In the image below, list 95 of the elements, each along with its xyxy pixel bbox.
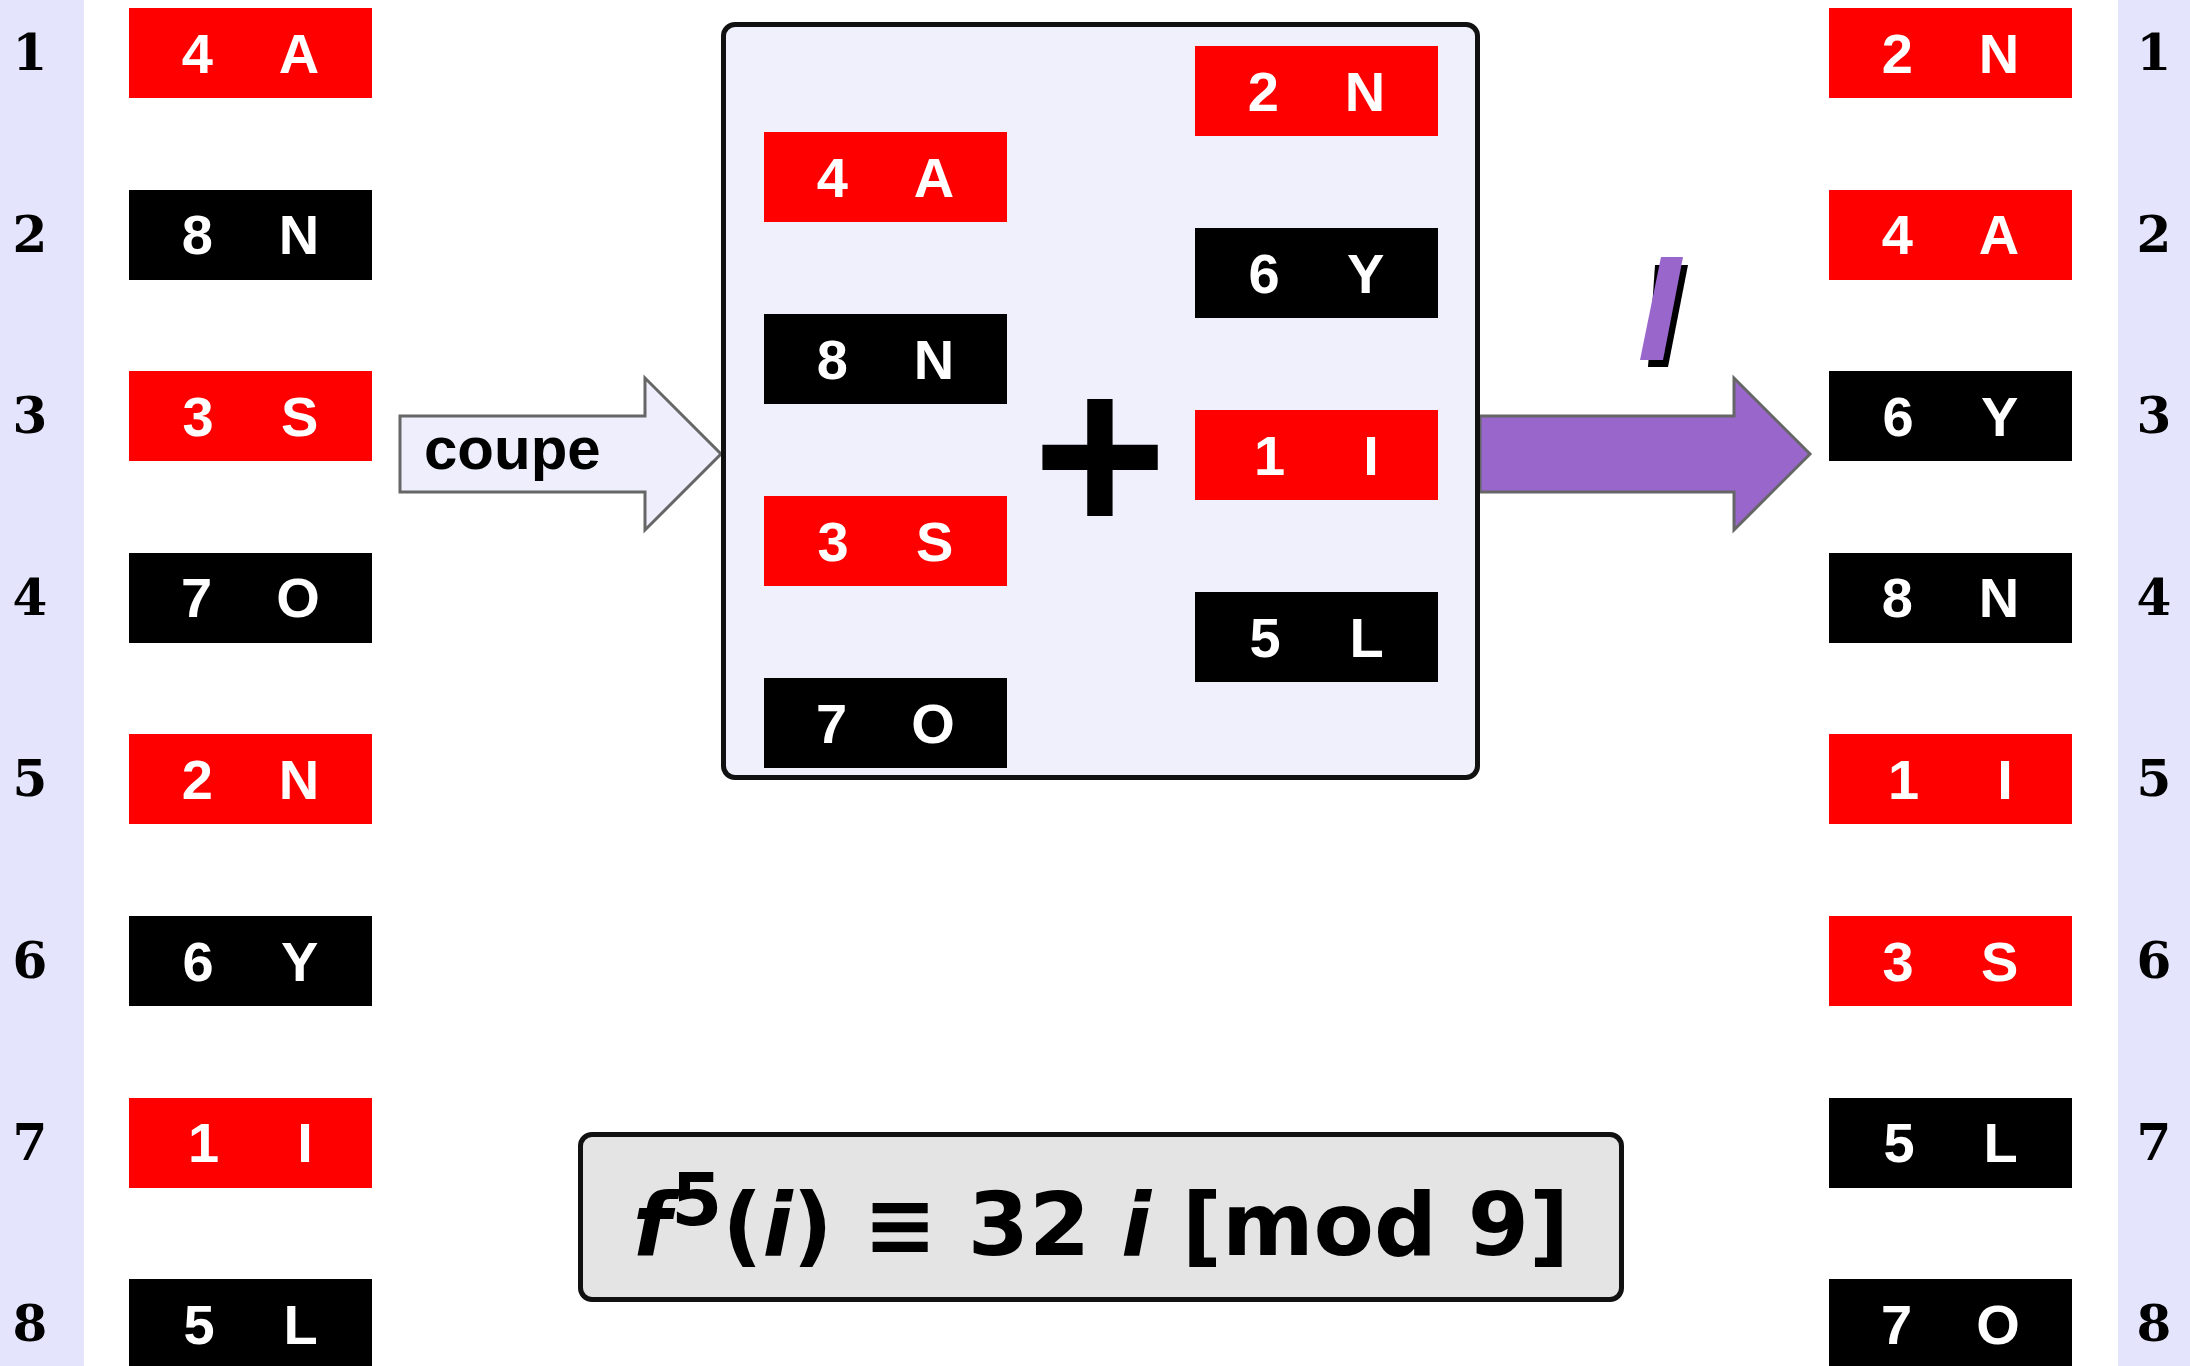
card-number: 1	[188, 1110, 220, 1176]
card-number: 7	[181, 565, 213, 631]
card-letter: O	[276, 565, 320, 631]
plus-sign: +	[1031, 380, 1169, 530]
position-number: 2	[11, 204, 49, 265]
card	[1829, 371, 2072, 462]
card-letter: I	[1363, 422, 1379, 488]
card-number: 5	[183, 1291, 215, 1357]
card-letter: N	[1344, 58, 1386, 124]
card	[1829, 8, 2072, 98]
card	[1195, 46, 1438, 136]
card	[764, 132, 1007, 222]
card	[764, 314, 1007, 404]
card-letter: I	[1997, 746, 2013, 812]
card	[129, 371, 372, 462]
position-number: 5	[2135, 749, 2173, 810]
card-number: 4	[1881, 202, 1913, 268]
card	[129, 1097, 372, 1188]
card-number: 2	[1881, 20, 1913, 86]
card	[1829, 734, 2072, 825]
card	[764, 678, 1007, 768]
card-letter: A	[1978, 202, 2020, 268]
card	[1195, 228, 1438, 318]
card-number: 3	[817, 508, 849, 574]
edge-label: coupe	[424, 414, 601, 484]
position-number: 8	[2135, 1294, 2173, 1355]
position-number: 7	[2135, 1112, 2173, 1173]
card-number: 6	[1882, 383, 1914, 449]
position-number: 1	[2135, 23, 2173, 83]
position-number: 5	[11, 749, 49, 810]
card-number: 1	[1254, 422, 1286, 488]
card-letter: L	[283, 1291, 318, 1357]
card-number: 1	[1888, 746, 1920, 812]
block-arrow	[1478, 374, 1813, 534]
card	[129, 552, 372, 643]
card-number: 4	[181, 20, 213, 86]
card-letter: S	[916, 508, 954, 574]
card-letter: A	[278, 20, 320, 86]
card-letter: N	[278, 746, 320, 812]
card	[1195, 592, 1438, 682]
card-letter: O	[1976, 1291, 2020, 1357]
card-letter: Y	[1347, 240, 1385, 306]
card-letter: N	[913, 326, 955, 392]
card-letter: N	[1978, 20, 2020, 86]
position-number: 6	[11, 931, 49, 991]
card	[1829, 1097, 2072, 1188]
card-number: 8	[1881, 565, 1913, 631]
card-letter: I	[297, 1110, 313, 1176]
card-letter: O	[911, 690, 955, 756]
card-number: 2	[1247, 58, 1279, 124]
card-letter: N	[1978, 565, 2020, 631]
card-letter: L	[1349, 604, 1384, 670]
card-letter: N	[278, 202, 320, 268]
position-number: 1	[11, 23, 49, 83]
card-number: 5	[1883, 1110, 1915, 1176]
position-number: 3	[2135, 386, 2173, 447]
card-number: 4	[816, 144, 848, 210]
card-number: 8	[181, 202, 213, 268]
card-number: 5	[1249, 604, 1281, 670]
card-number: 7	[816, 690, 848, 756]
block-arrow	[398, 374, 724, 534]
card	[129, 1279, 372, 1366]
card-letter: Y	[1981, 383, 2019, 449]
card	[764, 496, 1007, 586]
formula: f$^{5}$(i) ≡ 32 i [mod 9]	[632, 1157, 1570, 1277]
card	[1829, 189, 2072, 280]
card-number: 8	[816, 326, 848, 392]
card	[129, 916, 372, 1006]
card	[129, 189, 372, 280]
card-letter: S	[1981, 928, 2019, 994]
deck-box	[721, 22, 1480, 780]
card	[129, 8, 372, 98]
card	[1195, 410, 1438, 500]
position-number: 6	[2135, 931, 2173, 991]
position-number: 8	[11, 1294, 49, 1355]
card-letter: S	[281, 383, 319, 449]
position-number: 4	[2135, 567, 2173, 628]
position-number: 2	[2135, 204, 2173, 265]
position-number: 4	[11, 567, 49, 628]
card-number: 3	[182, 383, 214, 449]
card-letter: Y	[281, 928, 319, 994]
card-number: 3	[1882, 928, 1914, 994]
card-number: 6	[1248, 240, 1280, 306]
position-number: 7	[11, 1112, 49, 1173]
card	[1829, 916, 2072, 1006]
card-letter: L	[1983, 1110, 2018, 1176]
card-number: 6	[182, 928, 214, 994]
card-letter: A	[913, 144, 955, 210]
card	[129, 734, 372, 825]
position-number: 3	[11, 386, 49, 447]
card-number: 7	[1881, 1291, 1913, 1357]
card	[1829, 552, 2072, 643]
formula-box	[578, 1132, 1624, 1302]
card-number: 2	[181, 746, 213, 812]
card	[1829, 1279, 2072, 1366]
